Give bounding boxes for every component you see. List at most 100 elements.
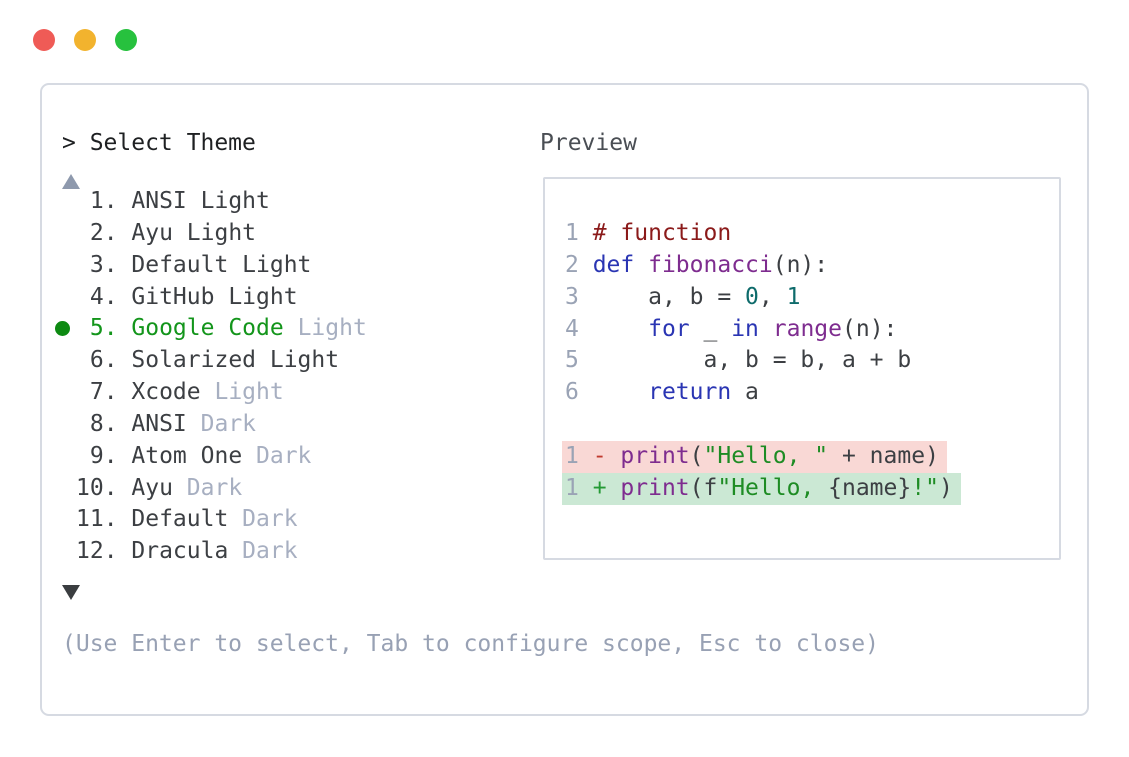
theme-list-item-11[interactable]: 11. Default Dark	[76, 504, 367, 536]
theme-list-item-4[interactable]: 4. GitHub Light	[76, 282, 367, 314]
traffic-light-minimize-button[interactable]	[74, 29, 96, 51]
code-token: "Hello, "	[703, 442, 829, 469]
traffic-light-close-button[interactable]	[33, 29, 55, 51]
theme-number: 12.	[76, 538, 132, 565]
traffic-light-zoom-button[interactable]	[115, 29, 137, 51]
theme-variant: Dark	[186, 410, 257, 437]
code-token: !"	[911, 474, 939, 501]
theme-number: 8.	[76, 410, 132, 437]
code-token	[593, 379, 648, 405]
code-line: 5 a, b = b, a + b	[565, 345, 1059, 377]
theme-name: Default Light	[131, 251, 312, 278]
theme-list-item-7[interactable]: 7. Xcode Light	[76, 377, 367, 409]
diff-highlight: 1 + print(f"Hello, {name}!")	[562, 472, 961, 505]
code-token: for	[648, 315, 690, 342]
window-controls	[33, 29, 156, 57]
code-token: + name)	[828, 442, 939, 469]
scroll-up-icon[interactable]	[62, 174, 80, 189]
theme-list-item-3[interactable]: 3. Default Light	[76, 250, 367, 282]
code-token: 0	[745, 283, 759, 310]
theme-variant: Dark	[228, 506, 298, 533]
theme-number: 2.	[76, 219, 132, 246]
theme-list-item-6[interactable]: 6. Solarized Light	[76, 345, 367, 377]
code-token: {name}	[828, 474, 912, 501]
code-token: 1	[786, 283, 801, 310]
theme-list-item-8[interactable]: 8. ANSI Dark	[76, 409, 367, 441]
theme-number: 9.	[76, 442, 132, 469]
code-token	[759, 316, 773, 342]
code-token: print	[620, 474, 690, 501]
preview-label: Preview	[540, 130, 637, 156]
code-token: range	[772, 315, 842, 342]
theme-variant: Dark	[228, 538, 298, 565]
theme-list-item-1[interactable]: 1. ANSI Light	[76, 186, 367, 218]
diff-sign: +	[592, 474, 621, 501]
diff-highlight: 1 - print("Hello, " + name)	[562, 440, 947, 473]
theme-number: 11.	[76, 506, 132, 533]
theme-number: 4.	[76, 283, 132, 310]
diff-line-added: 1 + print(f"Hello, {name}!")	[562, 472, 1059, 505]
theme-variant: Light	[200, 379, 284, 406]
theme-name: Ayu	[131, 474, 173, 501]
code-line: 1 # function	[565, 218, 1059, 250]
theme-variant: Dark	[172, 474, 243, 501]
theme-list-item-12[interactable]: 12. Dracula Dark	[76, 536, 367, 568]
theme-name: ANSI	[131, 410, 187, 437]
theme-number: 10.	[76, 474, 132, 501]
code-token: (n):	[842, 315, 898, 342]
code-token: def	[592, 251, 635, 278]
help-text: (Use Enter to select, Tab to configure s…	[62, 631, 879, 657]
code-token: print	[620, 442, 690, 469]
code-token: fibonacci	[648, 251, 773, 278]
theme-name: Xcode	[131, 379, 201, 406]
line-number: 1	[565, 474, 593, 501]
line-number: 1	[565, 220, 593, 246]
theme-number: 1.	[76, 188, 132, 214]
theme-number: 5.	[76, 315, 132, 342]
theme-variant: Light	[283, 315, 367, 342]
theme-list-item-10[interactable]: 10. Ayu Dark	[76, 473, 367, 505]
code-token: _	[689, 315, 732, 342]
code-token: a, b = b, a + b	[592, 347, 912, 374]
theme-variant: Dark	[242, 442, 312, 469]
line-number: 6	[565, 379, 593, 406]
code-line: 2 def fibonacci(n):	[565, 250, 1059, 282]
theme-selector-dialog: > Select Theme Preview 1. ANSI Light 2. …	[40, 83, 1089, 716]
code-token: a	[731, 379, 759, 406]
theme-name: Dracula	[131, 538, 229, 565]
theme-name: ANSI Light	[131, 188, 270, 214]
line-number: 2	[565, 251, 593, 278]
code-token: "Hello,	[717, 474, 829, 501]
code-token: (	[689, 442, 704, 469]
code-line: 6 return a	[565, 377, 1059, 409]
line-number: 4	[565, 315, 593, 342]
code-token	[593, 316, 648, 342]
code-line: 4 for _ in range(n):	[565, 314, 1059, 346]
selected-bullet-icon	[55, 321, 70, 337]
line-number: 3	[565, 283, 593, 310]
code-token: ,	[758, 283, 787, 310]
diff-line-removed: 1 - print("Hello, " + name)	[562, 440, 1059, 473]
theme-list-item-2[interactable]: 2. Ayu Light	[76, 218, 367, 250]
theme-name: Atom One	[131, 442, 243, 469]
theme-list-item-5[interactable]: 5. Google Code Light	[55, 313, 367, 345]
theme-name: Default	[131, 506, 229, 533]
code-token: (f	[689, 474, 718, 501]
line-number: 5	[565, 347, 593, 374]
theme-number: 7.	[76, 379, 132, 406]
code-token: )	[938, 474, 953, 501]
code-line: 3 a, b = 0, 1	[565, 282, 1059, 314]
code-token: # function	[592, 220, 732, 246]
theme-number: 6.	[76, 347, 132, 374]
theme-name: Ayu Light	[131, 219, 257, 246]
theme-list-item-9[interactable]: 9. Atom One Dark	[76, 441, 367, 473]
line-number: 1	[565, 442, 593, 469]
theme-list: 1. ANSI Light 2. Ayu Light 3. Default Li…	[55, 186, 367, 568]
code-token: a, b =	[592, 283, 746, 310]
theme-number: 3.	[76, 251, 132, 278]
theme-name: Google Code	[131, 315, 284, 342]
theme-name: GitHub Light	[131, 283, 298, 310]
scroll-down-icon[interactable]	[62, 585, 80, 600]
